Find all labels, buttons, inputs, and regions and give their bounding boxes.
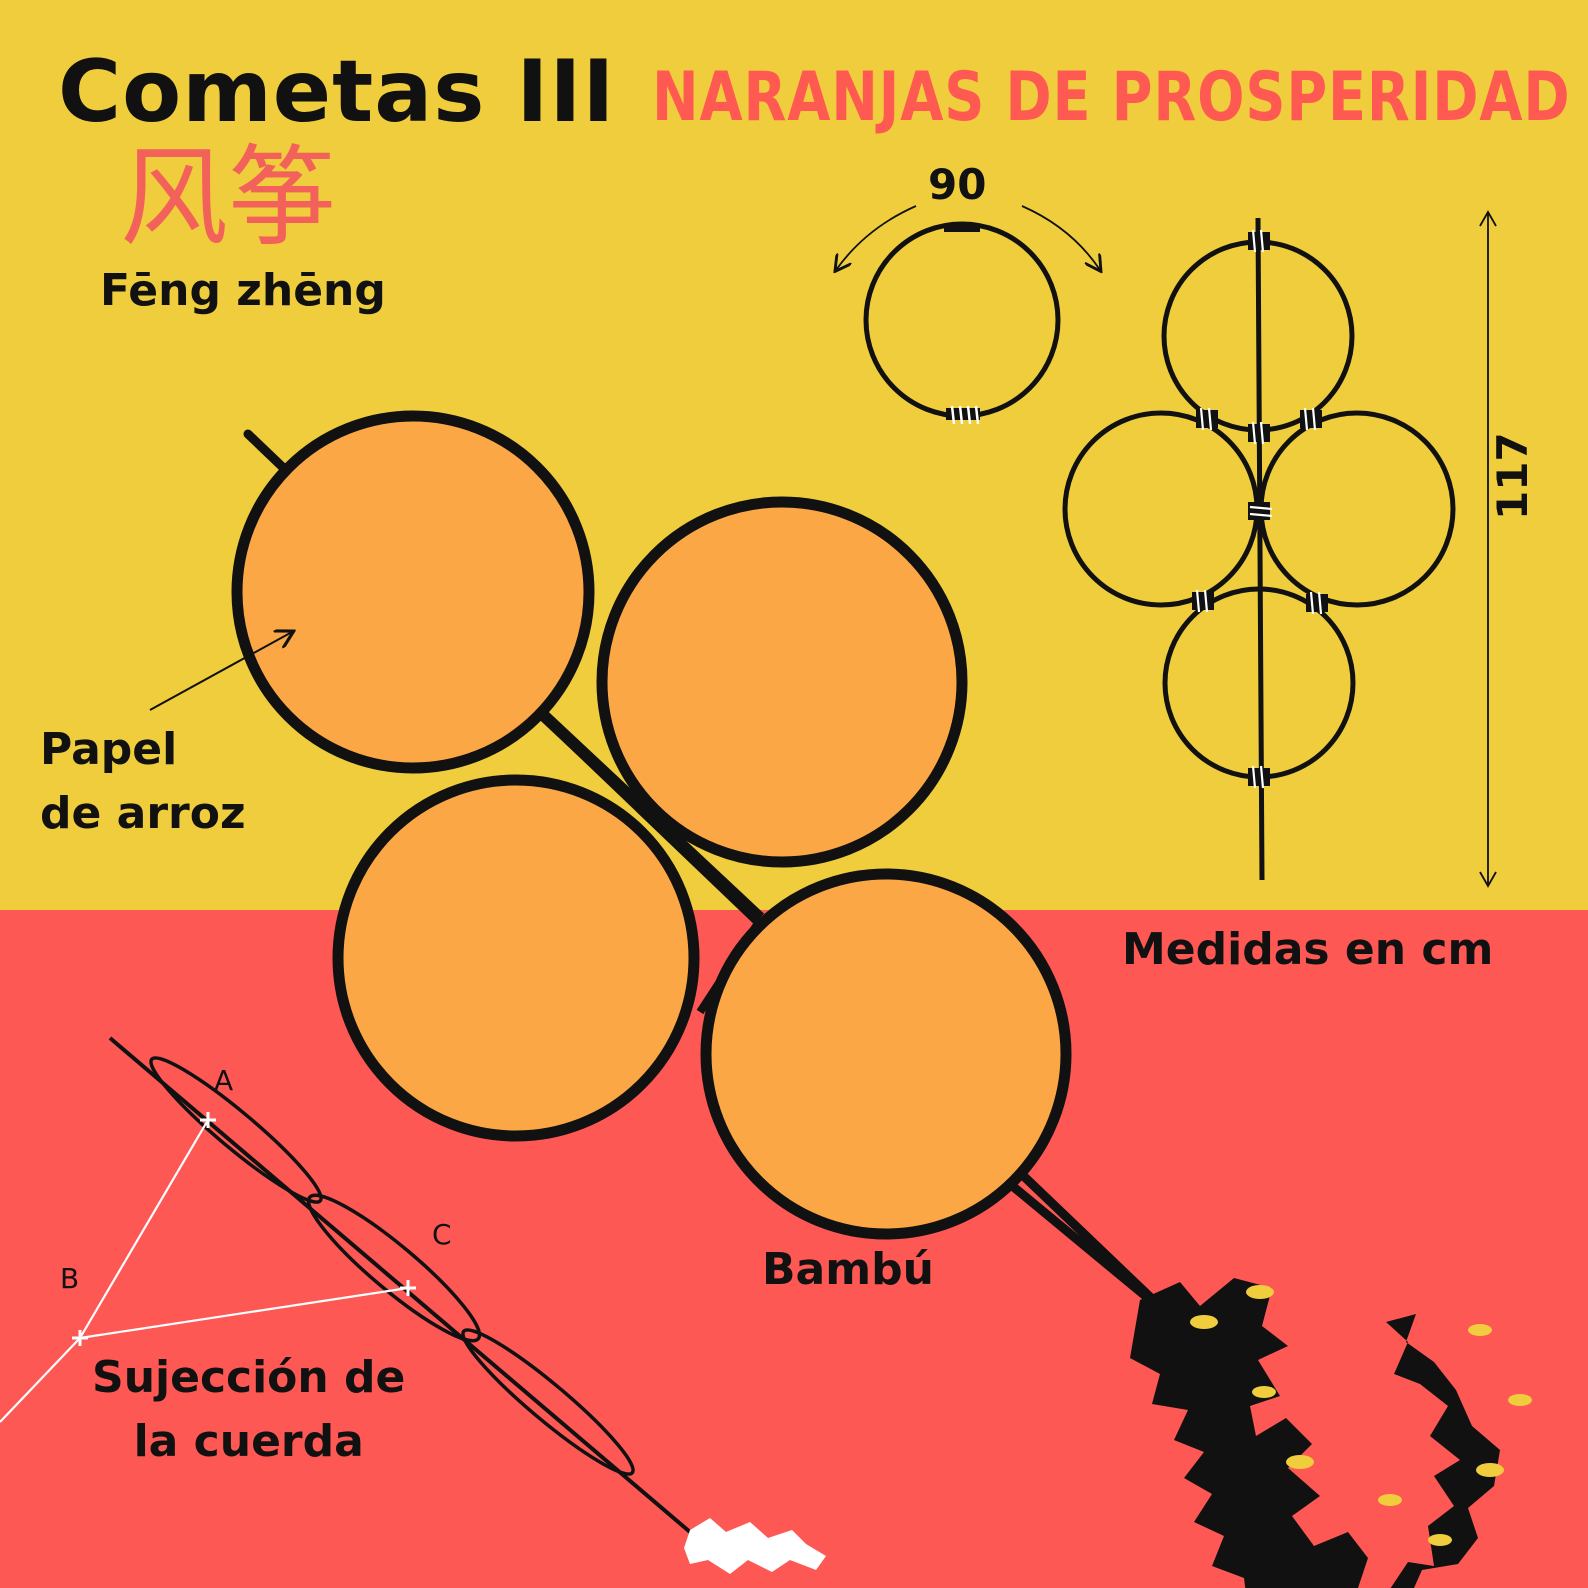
orange-bottom [700, 868, 1072, 1240]
papel-label-line1: Papel [40, 724, 178, 775]
tail-ribbon [1130, 1278, 1532, 1588]
point-a-label: A [214, 1064, 234, 1097]
pinyin-label: Fēng zhēng [100, 265, 386, 316]
papel-label-line2: de arroz [40, 787, 246, 839]
sujecion-label-line1: Sujección de [92, 1352, 406, 1403]
papel-arrow [149, 632, 292, 711]
point-b-label: B [60, 1262, 80, 1295]
orange-top [231, 410, 595, 774]
circle-loop-icon [836, 205, 1100, 425]
papel-label: Papel de arroz [40, 718, 246, 846]
page-title: Cometas III [58, 42, 616, 142]
subtitle: NARANJAS DE PROSPERIDAD [652, 58, 1571, 137]
bamboo-spine-over [535, 707, 765, 923]
bambu-label: Bambú [762, 1244, 934, 1295]
frame-bindings [1192, 229, 1328, 789]
hanzi-title: 风筝 [120, 136, 337, 261]
height-arrow [1479, 210, 1497, 888]
sujecion-label: Sujección de la cuerda [92, 1346, 405, 1474]
orange-right [596, 496, 968, 868]
bamboo-handle [1005, 1179, 1177, 1323]
medidas-label: Medidas en cm [1122, 924, 1494, 975]
sujecion-label-line2: la cuerda [133, 1415, 364, 1467]
circumference-label: 90 [928, 160, 987, 209]
height-label: 117 [1488, 432, 1537, 520]
point-c-label: C [432, 1218, 452, 1251]
bridle-side-view [0, 1036, 826, 1574]
main-kite [231, 410, 1177, 1323]
orange-left [332, 774, 700, 1142]
